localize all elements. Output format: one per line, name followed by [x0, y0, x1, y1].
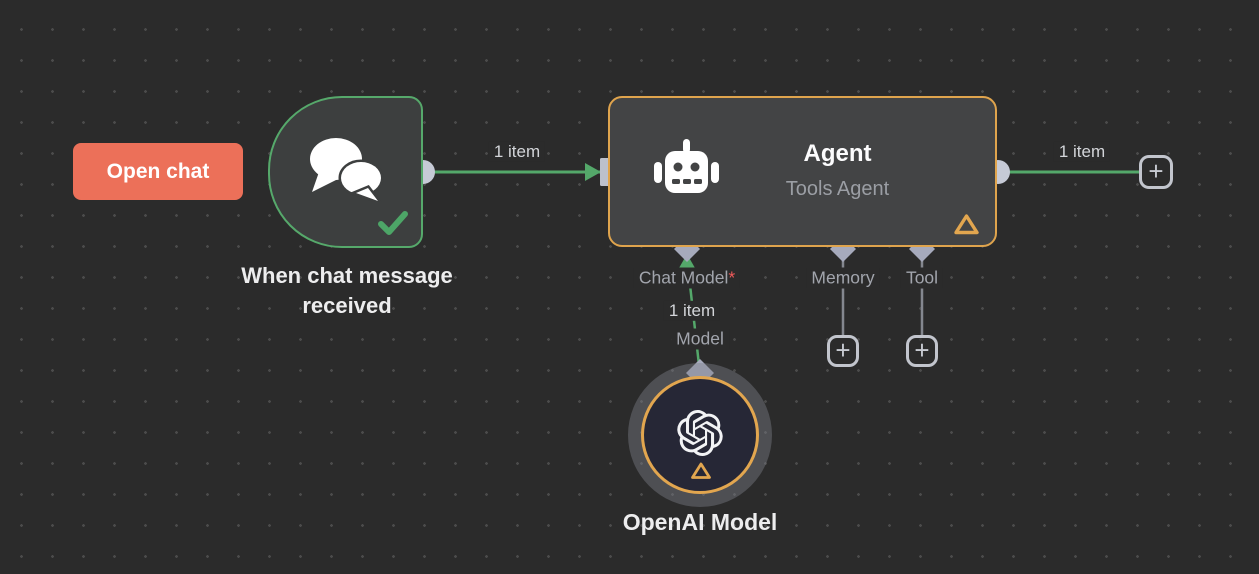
openai-logo-icon [677, 410, 723, 456]
port-label-chat-model: Chat Model* [633, 267, 741, 289]
agent-subtitle: Tools Agent [785, 178, 890, 200]
openai-port-label: Model [671, 328, 729, 350]
trigger-node-label: When chat message received [241, 263, 453, 318]
required-asterisk: * [728, 267, 736, 288]
port-label-chat-model-text: Chat Model [638, 267, 729, 288]
items-count-model-connection: 1 item [663, 300, 721, 322]
add-tool-button[interactable]: + [906, 335, 938, 367]
robot-icon [654, 139, 719, 193]
node-when-chat-message-received[interactable] [268, 96, 423, 248]
warning-triangle-icon [954, 214, 979, 235]
success-check-icon [378, 211, 408, 235]
connection-arrowhead-icon [585, 163, 601, 181]
openai-node-label: OpenAI Model [622, 509, 778, 535]
add-next-node-button[interactable]: + [1139, 155, 1173, 189]
add-memory-button[interactable]: + [827, 335, 859, 367]
node-openai-model[interactable] [641, 376, 759, 494]
items-count-trigger-to-agent: 1 item [488, 141, 546, 163]
warning-triangle-icon [691, 462, 711, 479]
port-label-tool: Tool [900, 267, 944, 289]
items-count-agent-output: 1 item [1053, 141, 1111, 163]
agent-title: Agent [803, 140, 872, 167]
chat-bubbles-icon [310, 138, 384, 202]
open-chat-button[interactable]: Open chat [73, 143, 243, 200]
port-label-memory: Memory [806, 267, 880, 289]
node-agent[interactable]: Agent Tools Agent [608, 96, 997, 247]
